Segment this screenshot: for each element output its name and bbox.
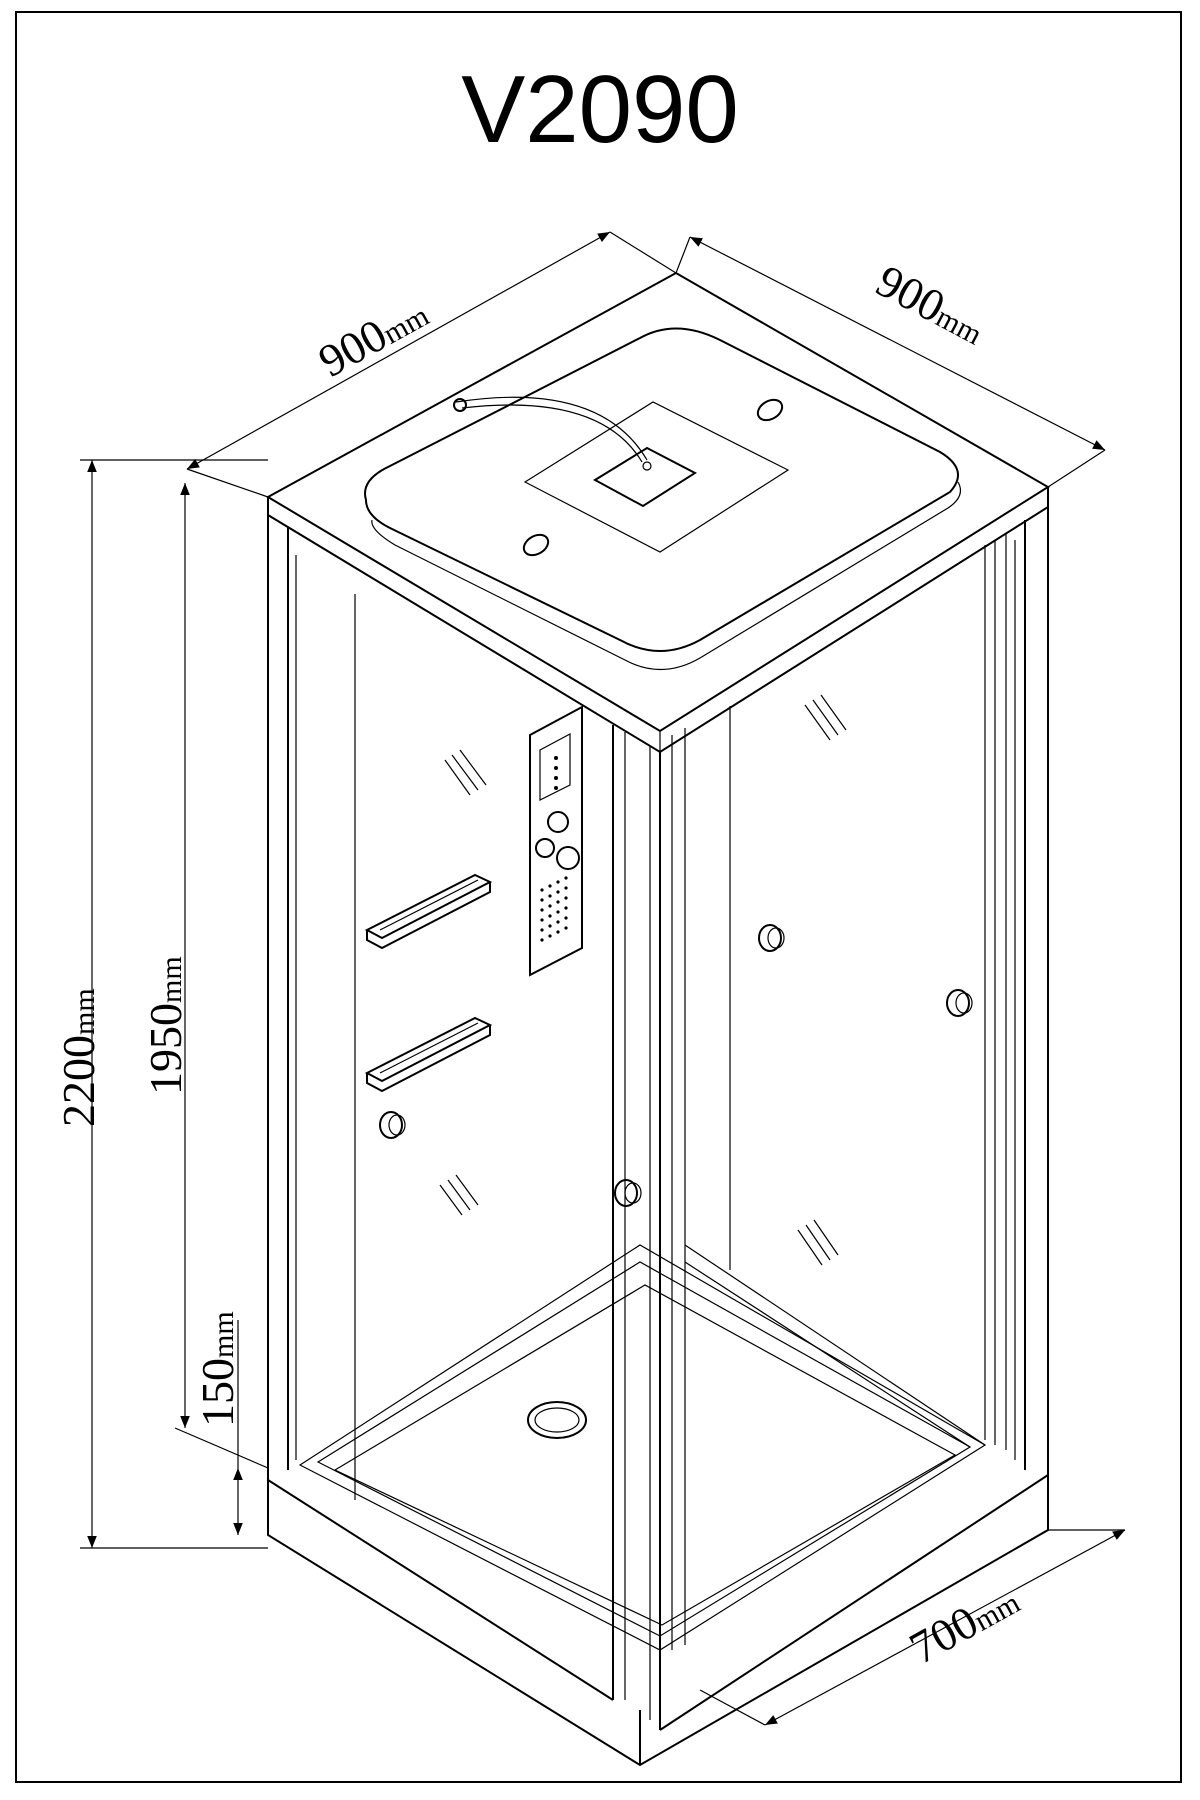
speaker-icon xyxy=(756,398,784,422)
nozzle-grid xyxy=(540,876,568,942)
knob-icon xyxy=(535,838,555,858)
jet-icon xyxy=(758,924,782,952)
svg-text:700mm: 700mm xyxy=(901,1573,1027,1674)
body-jets xyxy=(379,924,973,1207)
shower-tray xyxy=(267,1244,1049,1767)
drain-icon xyxy=(527,1401,587,1439)
shelf-lower xyxy=(364,1016,493,1093)
model-title: V2090 xyxy=(461,56,739,163)
door-handle-icon xyxy=(614,1179,638,1207)
rain-shower-head xyxy=(593,446,698,508)
jet-icon xyxy=(946,989,970,1017)
svg-text:900mm: 900mm xyxy=(868,255,994,354)
dim-tray-height-unit: mm xyxy=(207,1311,240,1358)
shelf-upper xyxy=(364,873,493,950)
drawing-frame xyxy=(15,11,1182,1783)
knob-icon xyxy=(556,846,580,870)
dim-enclosure-height-value: 1950 xyxy=(140,1003,191,1095)
svg-text:900mm: 900mm xyxy=(310,286,436,387)
cabin-frame xyxy=(267,507,1049,1730)
svg-text:150mm: 150mm xyxy=(192,1311,243,1427)
dim-enclosure-height-unit: mm xyxy=(155,956,188,1003)
svg-text:1950mm: 1950mm xyxy=(140,956,191,1095)
control-panel xyxy=(529,705,583,977)
dimension-lines xyxy=(80,231,1126,1726)
knob-icon xyxy=(547,811,569,833)
svg-text:2200mm: 2200mm xyxy=(53,988,104,1127)
jet-icon xyxy=(379,1111,403,1139)
dim-total-height-unit: mm xyxy=(68,988,101,1035)
dim-total-height-value: 2200 xyxy=(53,1035,104,1127)
glass-reflection xyxy=(439,694,847,1266)
speaker-icon xyxy=(522,533,550,557)
dim-tray-height-value: 150 xyxy=(192,1358,243,1427)
